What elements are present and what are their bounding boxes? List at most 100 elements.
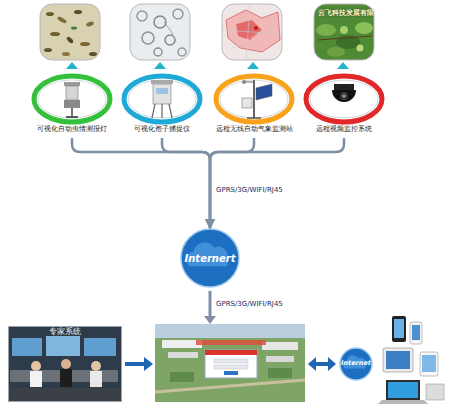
insect-lamp-icon <box>64 82 80 118</box>
insect-photo <box>50 32 60 36</box>
expert-photo <box>84 338 116 356</box>
insect-lamp-icon <box>71 84 73 118</box>
flow-arrow <box>209 291 212 318</box>
expert-photo <box>60 369 72 387</box>
device-oval: 远程无线自动气象监测站 <box>212 72 296 138</box>
orchard-photo <box>314 4 374 60</box>
client-devices <box>388 382 418 398</box>
platform-screenshot <box>168 352 198 358</box>
device-name: 可视化自动虫情测报灯 <box>20 126 124 134</box>
protocol-label: GPRS/3G/WIFI/RJ45 <box>216 300 283 308</box>
double-arrow <box>308 357 336 371</box>
oval-ring <box>306 76 382 122</box>
flow-arrow <box>204 316 216 324</box>
up-arrow <box>66 62 349 69</box>
orchard-photo <box>355 22 373 34</box>
platform-screenshot <box>224 371 238 375</box>
insect-photo <box>80 42 90 46</box>
weather-station-icon <box>242 80 246 84</box>
platform-screenshot <box>262 342 298 350</box>
expert-photo <box>46 336 80 356</box>
platform-screenshot <box>155 324 305 402</box>
spore-photo <box>137 11 147 21</box>
connector <box>72 138 210 228</box>
orchard-photo <box>327 47 345 57</box>
platform-screenshot <box>205 350 257 355</box>
flow-arrow <box>144 357 153 371</box>
orchard-photo <box>357 45 364 52</box>
oval-inner-ring <box>128 80 196 118</box>
platform-screenshot <box>170 372 194 382</box>
insect-photo <box>44 48 52 52</box>
spore-trap-icon <box>151 80 173 84</box>
map-photo <box>236 20 262 40</box>
expert-system-box: 专家系统 <box>8 326 122 402</box>
platform-screenshot <box>214 359 248 363</box>
oval-inner-ring <box>38 80 106 118</box>
up-arrow <box>66 62 78 69</box>
insect-photo <box>40 4 100 60</box>
insect-lamp-icon <box>66 116 78 118</box>
spore-photo <box>130 4 190 60</box>
insect-photo <box>74 10 82 14</box>
weather-station-icon <box>242 98 252 108</box>
platform-screenshot <box>214 365 248 369</box>
client-devices <box>378 400 428 404</box>
weather-station-icon <box>242 80 272 118</box>
up-arrow <box>247 62 259 69</box>
orchard-photo <box>340 26 348 34</box>
oval-inner-ring <box>220 80 288 118</box>
client-devices <box>412 325 420 340</box>
platform-screenshot <box>268 368 292 378</box>
insect-photo <box>46 12 54 16</box>
weather-station-icon <box>247 117 261 119</box>
oval-ring <box>124 76 200 122</box>
camera-icon <box>332 84 356 102</box>
protocol-label: GPRS/3G/WIFI/RJ45 <box>216 186 283 194</box>
expert-photo <box>90 371 102 387</box>
insect-photo <box>40 4 100 60</box>
insect-photo <box>62 52 70 56</box>
camera-icon <box>340 92 348 100</box>
client-devices <box>422 355 436 372</box>
expert-photo <box>8 388 122 402</box>
oval-ring <box>216 76 292 122</box>
spore-trap-icon <box>152 104 172 118</box>
platform-screenshot <box>155 324 305 402</box>
device-oval: 可视化孢子捕捉仪 <box>120 72 204 138</box>
watermark: 云飞科技发展有限 <box>318 9 374 18</box>
insect-lamp-icon <box>66 86 78 100</box>
spore-trap-icon <box>151 80 173 118</box>
photo-frame <box>314 4 374 60</box>
flow-arrow <box>204 291 216 324</box>
expert-photo <box>8 326 122 402</box>
spore-photo <box>154 48 162 56</box>
expert-photo <box>30 371 42 387</box>
insect-photo <box>57 16 68 24</box>
spore-photo <box>173 9 183 19</box>
expert-photo <box>31 361 41 371</box>
cloud-label: Internert <box>178 253 242 264</box>
device-oval: 可视化自动虫情测报灯 <box>30 72 114 138</box>
insect-photo <box>71 27 77 30</box>
client-devices <box>386 380 420 400</box>
oval-inner-ring <box>310 80 378 118</box>
camera-icon <box>342 94 345 97</box>
camera-icon <box>332 90 356 102</box>
expert-photo <box>91 361 101 371</box>
client-devices <box>383 348 413 372</box>
client-devices <box>378 316 444 404</box>
orchard-photo <box>316 24 336 36</box>
client-devices <box>420 352 438 376</box>
device-name: 可视化孢子捕捉仪 <box>110 126 214 134</box>
double-arrow <box>308 357 316 371</box>
photo-frame <box>9 327 122 402</box>
expert-photo <box>12 338 42 356</box>
insect-lamp-icon <box>64 82 80 86</box>
orchard-photo <box>318 36 372 40</box>
platform-screenshot <box>155 324 305 338</box>
camera-icon <box>334 84 354 90</box>
client-devices <box>426 384 444 400</box>
